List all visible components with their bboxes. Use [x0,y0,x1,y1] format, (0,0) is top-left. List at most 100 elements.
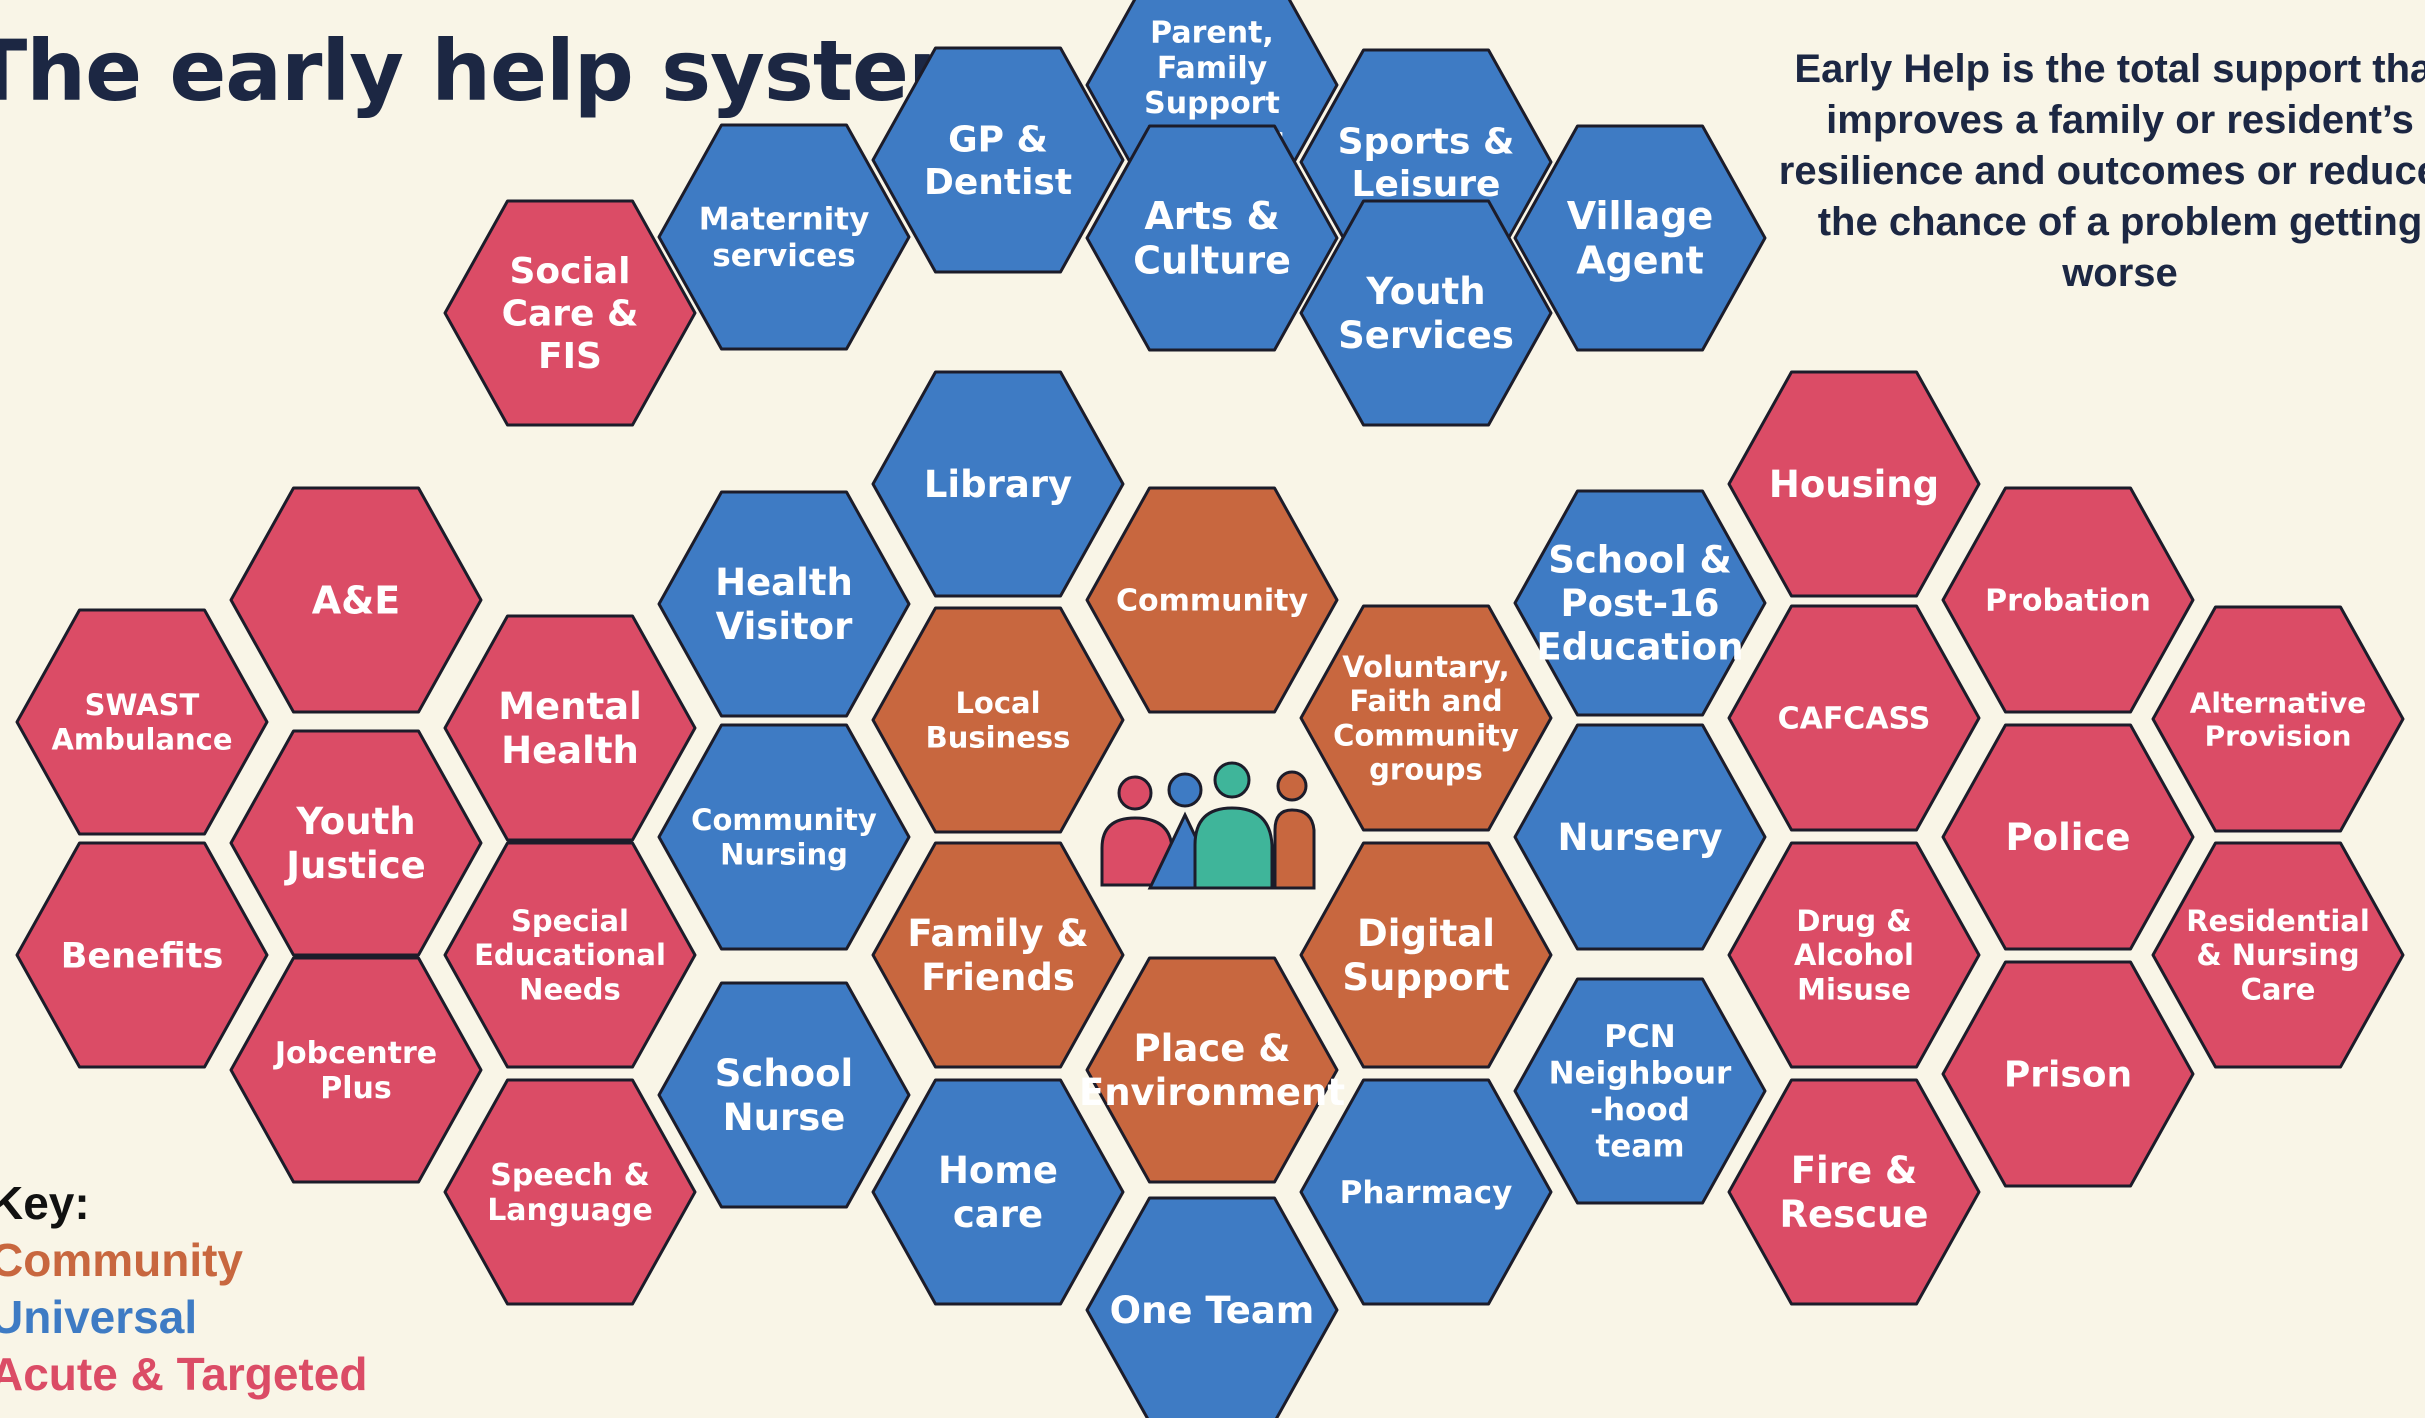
hex-label: Library [924,463,1072,506]
hex-label: Sports &Leisure [1338,121,1515,204]
description-text: Early Help is the total support that imp… [1778,47,2425,295]
hex-shape [15,608,269,836]
hex-one-team: One Team [1085,1196,1339,1418]
hex-shape [871,46,1125,274]
hex-shape [1513,723,1767,951]
hex-shape [871,841,1125,1069]
hex-shape [1941,486,2195,714]
hex-shape [657,723,911,951]
hex-shape [1085,486,1339,714]
hex-label: Nursery [1557,816,1722,859]
hex-shape [443,614,697,842]
hex-shape [1513,124,1767,352]
hex-label: Prison [2004,1055,2132,1096]
hex-shape [1299,1078,1553,1306]
hex-label: Probation [1985,584,2151,619]
hex-label: Family &Friends [907,912,1088,999]
key-item-community: Community [0,1234,243,1286]
hex-shape [1085,1196,1339,1418]
hex-label: Community [1116,584,1308,619]
hex-gp-dentist: GP &Dentist [871,46,1125,274]
hex-shape [1727,370,1981,598]
hex-shape [1299,841,1553,1069]
hex-shape [657,123,911,351]
hex-shape [1085,956,1339,1184]
hex-shape [2151,841,2405,1069]
hex-shape [871,370,1125,598]
family-figure-head-1 [1117,775,1153,811]
hex-probation: Probation [1941,486,2195,714]
family-figure-head-4 [1276,770,1308,802]
page-title: The early help system [0,22,996,120]
hex-label: Fire &Rescue [1780,1149,1929,1236]
hex-shape [1941,960,2195,1188]
family-group-icon [1100,761,1316,890]
hex-nursery: Nursery [1513,723,1767,951]
hex-label: Benefits [61,936,224,976]
hex-benefits: Benefits [15,841,269,1069]
hex-label: Parent,FamilySupportAdvisors [1139,15,1285,156]
hex-shape [229,729,483,957]
family-figure-body-4 [1273,808,1316,890]
key-heading: Key: [0,1177,90,1229]
hex-shape [1513,977,1767,1205]
hex-shape [1299,604,1553,832]
hex-label: One Team [1110,1289,1315,1332]
hex-cafcass: CAFCASS [1727,604,1981,832]
hex-library: Library [871,370,1125,598]
hex-shape [1513,489,1767,717]
hex-prison: Prison [1941,960,2195,1188]
family-figure-head-3 [1213,761,1251,799]
hex-shape [1727,841,1981,1069]
hex-shape [443,841,697,1069]
hex-label: Arts &Culture [1133,194,1291,283]
hex-shape [1941,723,2195,951]
key-item-universal: Universal [0,1291,198,1343]
hex-shape [229,956,483,1184]
hex-shape [229,486,483,714]
hex-shape [657,981,911,1209]
key-legend: Key: Community Universal Acute & Targete… [0,1175,367,1403]
hex-shape [871,606,1125,834]
hex-shape [443,199,697,427]
hex-speech-language: Speech &Language [443,1078,697,1306]
hex-a-and-e: A&E [229,486,483,714]
hex-label: Police [2006,816,2131,859]
